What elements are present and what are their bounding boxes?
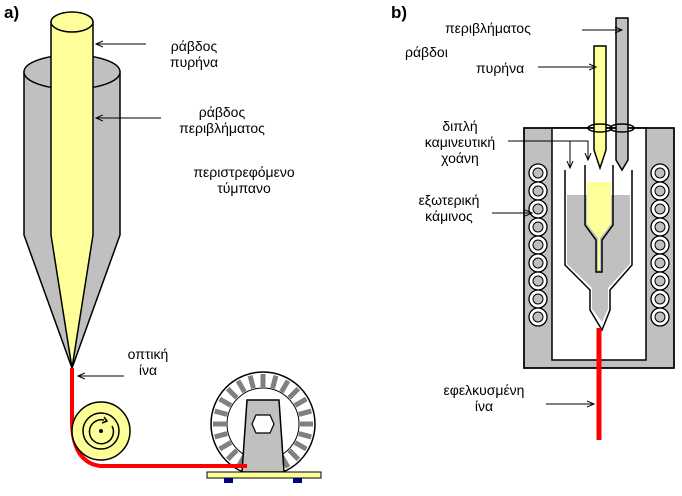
cladding-rod-label-line1: ράβδος <box>198 104 246 120</box>
drawn-fiber-label: εφελκυσμένη ίνα <box>428 382 540 414</box>
core-rod-b <box>593 45 607 171</box>
drum-spoke <box>270 375 279 389</box>
core-rod-label-line1: ράβδος <box>170 38 218 54</box>
heating-coil-core <box>532 257 544 269</box>
furnace-label: εξωτερική κάμινος <box>404 192 494 224</box>
heating-coil-core <box>532 185 544 197</box>
heating-coil-core <box>654 293 666 305</box>
core-rod-label-line2: πυρήνα <box>169 54 219 70</box>
drum-spoke <box>225 386 239 400</box>
drum-spoke <box>225 448 239 462</box>
drum-spoke <box>293 440 308 452</box>
heating-coil-core <box>654 185 666 197</box>
heating-coil-core <box>654 221 666 233</box>
core-rod-top <box>50 11 94 33</box>
heating-coil-core <box>654 203 666 215</box>
furnace-label-line2: κάμινος <box>425 208 473 224</box>
heating-coil-core <box>532 221 544 233</box>
fiber-label-line2: ίνα <box>138 362 158 378</box>
drawn-fiber-label-line2: ίνα <box>474 398 494 414</box>
heating-coil-core <box>532 275 544 287</box>
rods-label-b: ράβδοι <box>405 44 448 60</box>
drum-spoke <box>293 396 308 408</box>
panel-label-b: b) <box>391 3 408 22</box>
outer-crucible <box>564 170 633 332</box>
heating-coil-core <box>532 203 544 215</box>
heating-coil-core <box>532 239 544 251</box>
crucible-label-line3: χοάνη <box>441 150 479 166</box>
drum-spoke <box>218 440 233 452</box>
crucible-label-line2: καμινευτική <box>424 134 496 150</box>
fiber-label: οπτική ίνα <box>118 346 178 378</box>
drum-spoke <box>298 408 312 417</box>
heating-coil-core <box>532 293 544 305</box>
crucible-label: διπλή καμινευτική χοάνη <box>410 118 510 166</box>
heating-coil-core <box>654 275 666 287</box>
heating-coil-core <box>532 167 544 179</box>
optical-fiber-line <box>70 368 240 468</box>
cladding-rod-label-line2: περιβλήματος <box>179 120 265 136</box>
drum-label: περιστρεφόμενο τύμπανο <box>174 164 314 196</box>
core-label-b: πυρήνα <box>476 60 525 76</box>
drum-spoke <box>287 448 301 462</box>
heating-coil-core <box>654 239 666 251</box>
rotating-drum <box>206 371 322 483</box>
inner-crucible <box>584 165 614 273</box>
heating-coil-core <box>654 167 666 179</box>
cladding-rod-label: ράβδος περιβλήματος <box>162 104 282 136</box>
drum-spoke <box>287 386 301 400</box>
drum-spoke <box>247 375 256 389</box>
panel-label-a: a) <box>4 3 20 22</box>
heating-coil-core <box>532 311 544 323</box>
heating-coil-core <box>654 311 666 323</box>
cladding-rod-b <box>615 17 629 172</box>
drawn-fiber-label-line1: εφελκυσμένη <box>443 382 525 398</box>
drum-spoke <box>298 431 312 440</box>
furnace-assembly <box>523 17 675 369</box>
drum-spoke <box>279 379 291 394</box>
preform-assembly <box>23 11 121 371</box>
capstan-pulley <box>71 401 131 461</box>
drum-spoke <box>235 379 247 394</box>
drum-label-line1: περιστρεφόμενο <box>193 164 295 180</box>
drum-label-line2: τύμπανο <box>217 180 271 196</box>
drum-spoke <box>218 396 233 408</box>
furnace-label-line1: εξωτερική <box>418 192 480 208</box>
crucible-label-line1: διπλή <box>442 118 478 134</box>
fiber-label-line1: οπτική <box>127 346 169 362</box>
core-rod-label: ράβδος πυρήνα <box>144 38 244 70</box>
heating-coil-core <box>654 257 666 269</box>
drum-spoke <box>214 431 228 440</box>
drum-spoke <box>214 408 228 417</box>
cladding-label-b: περιβλήματος <box>445 20 531 36</box>
